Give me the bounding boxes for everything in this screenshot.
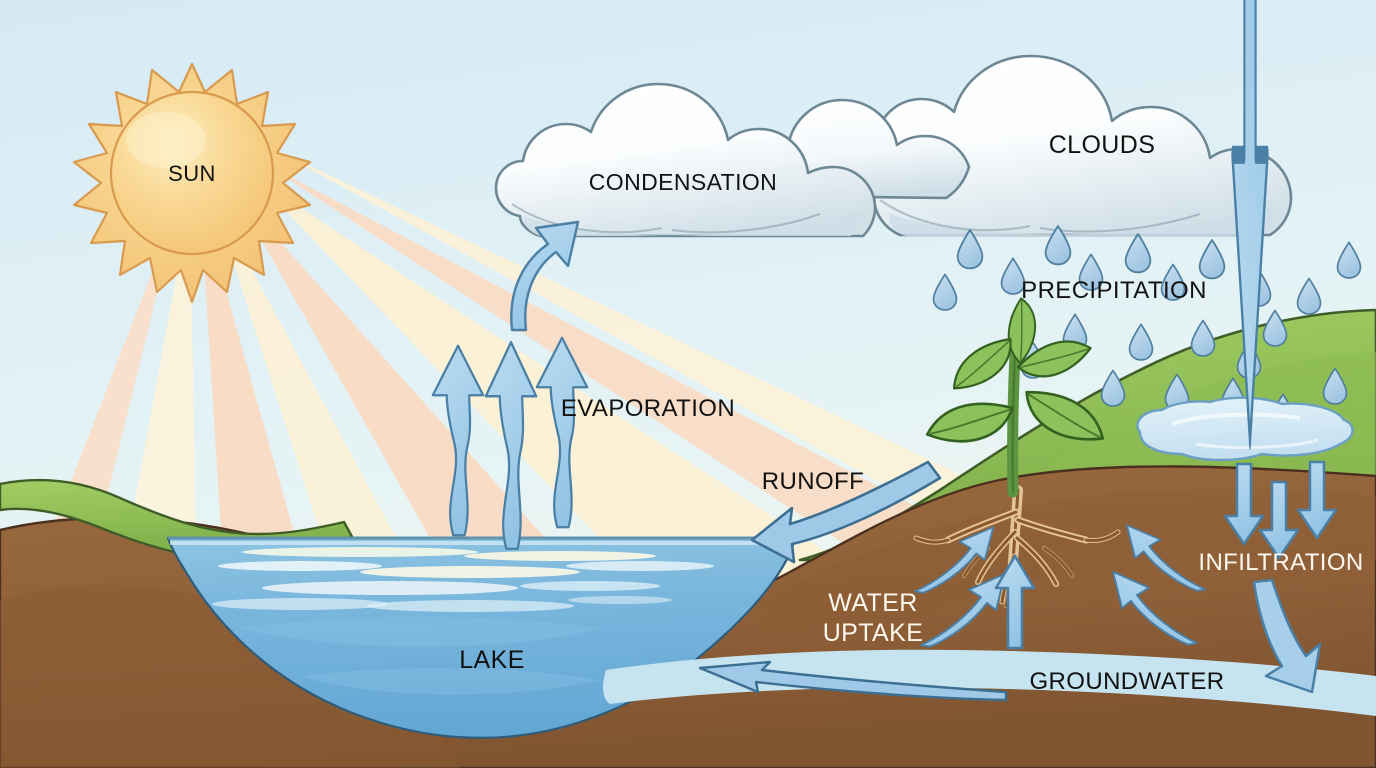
cloud-shade-condensation — [523, 210, 864, 236]
puddle-highlight — [1171, 412, 1301, 426]
sun-graphic: SUN — [72, 62, 312, 304]
lake-label: LAKE — [459, 646, 525, 674]
precipitation-group: PRECIPITATION — [932, 225, 1362, 431]
infiltration-label: INFILTRATION — [1198, 549, 1363, 576]
cloud-shade-right — [889, 206, 1274, 236]
clouds-label: CLOUDS — [1049, 131, 1156, 159]
cloud-bump-line-condensation — [511, 203, 821, 234]
groundwater-label: GROUNDWATER — [1029, 668, 1224, 695]
groundwater-flow-arrow — [698, 660, 1008, 702]
groundwater-band — [603, 649, 1376, 716]
water-uptake-group: WATER UPTAKE — [823, 524, 1207, 650]
precipitation-label: PRECIPITATION — [1021, 277, 1207, 304]
water-uptake-arrow-center — [994, 554, 1036, 650]
infiltration-group: INFILTRATION — [1198, 460, 1363, 694]
puddle-shape — [1136, 396, 1354, 462]
sun-label: SUN — [168, 161, 216, 186]
runoff-arrow — [750, 460, 942, 564]
water-uptake-label-line2: UPTAKE — [823, 619, 924, 647]
soil-shade-left — [0, 584, 460, 768]
infiltration-arrow-middle — [1258, 480, 1300, 560]
evaporation-curved-arrow — [510, 220, 580, 332]
infiltration-deep-arrow — [1252, 578, 1322, 694]
cloud-shape-condensation — [494, 82, 877, 238]
evaporation-group: EVAPORATION — [431, 220, 735, 551]
condensation-label: CONDENSATION — [589, 169, 777, 195]
groundwater-layer: GROUNDWATER — [603, 649, 1376, 716]
puddle-group — [1136, 396, 1354, 462]
runoff-label: RUNOFF — [762, 468, 864, 495]
clouds-main-cluster: CLOUDS — [848, 54, 1293, 237]
sun-highlight — [126, 112, 206, 168]
evaporation-label: EVAPORATION — [561, 395, 735, 422]
puddle-highlight-2 — [1195, 438, 1319, 449]
soil-shade-right — [760, 489, 1376, 700]
condensation-cloud: CONDENSATION — [494, 82, 877, 238]
lake-reflections — [212, 547, 714, 695]
runoff-group: RUNOFF — [750, 460, 942, 564]
infiltration-arrow-right — [1296, 460, 1338, 540]
infiltration-arrow-left — [1223, 462, 1265, 546]
water-uptake-label-line1: WATER — [828, 589, 918, 617]
